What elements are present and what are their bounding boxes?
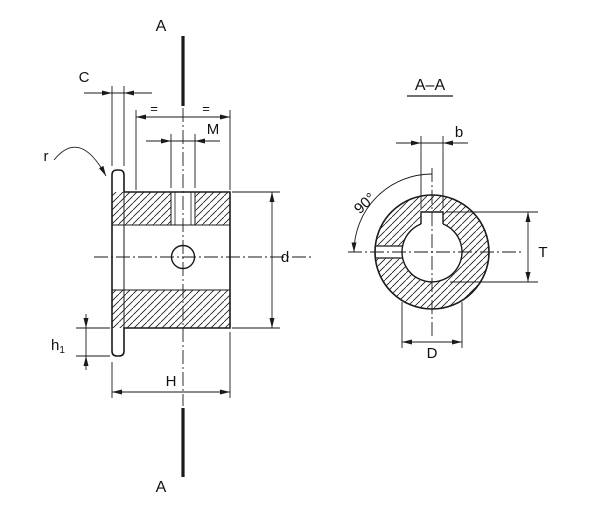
label-c: C — [79, 69, 90, 86]
side-view: A A C r = = M d h1 H — [44, 18, 312, 496]
section-centerlines — [348, 168, 522, 338]
dimension-h — [111, 332, 231, 398]
screw-hole-outline — [376, 245, 403, 259]
dimension-c — [84, 86, 152, 166]
label-equal-right: = — [202, 101, 210, 116]
label-90deg: 90° — [351, 190, 379, 218]
label-t: T — [538, 244, 547, 261]
dimension-t — [446, 211, 538, 283]
label-d: d — [281, 249, 289, 266]
label-h1: h1 — [51, 337, 65, 356]
side-view-hatching — [112, 192, 230, 328]
section-title: A–A — [407, 77, 453, 97]
sprocket-inner-edges — [112, 192, 230, 328]
dimension-h1 — [76, 314, 110, 370]
dimension-equal-spacing — [135, 110, 231, 190]
dimension-big-d — [401, 302, 463, 348]
label-big-d: D — [427, 345, 438, 362]
section-label-a-top: A — [156, 18, 167, 35]
sprocket-outline — [111, 169, 231, 357]
section-view: A–A b 90° T D — [348, 77, 548, 362]
dimension-b — [396, 136, 468, 208]
section-title-label: A–A — [415, 77, 446, 94]
label-equal-left: = — [150, 101, 158, 116]
centerlines — [94, 108, 312, 406]
label-b: b — [455, 124, 463, 141]
dimension-m — [146, 134, 220, 188]
label-r: r — [44, 148, 49, 165]
section-label-a-bottom: A — [156, 479, 167, 496]
dimension-d — [232, 191, 280, 329]
dimension-angle-90 — [351, 173, 433, 253]
section-hatching — [375, 194, 490, 310]
label-h: H — [166, 373, 177, 390]
label-m: M — [207, 121, 220, 138]
leader-r — [53, 146, 107, 177]
